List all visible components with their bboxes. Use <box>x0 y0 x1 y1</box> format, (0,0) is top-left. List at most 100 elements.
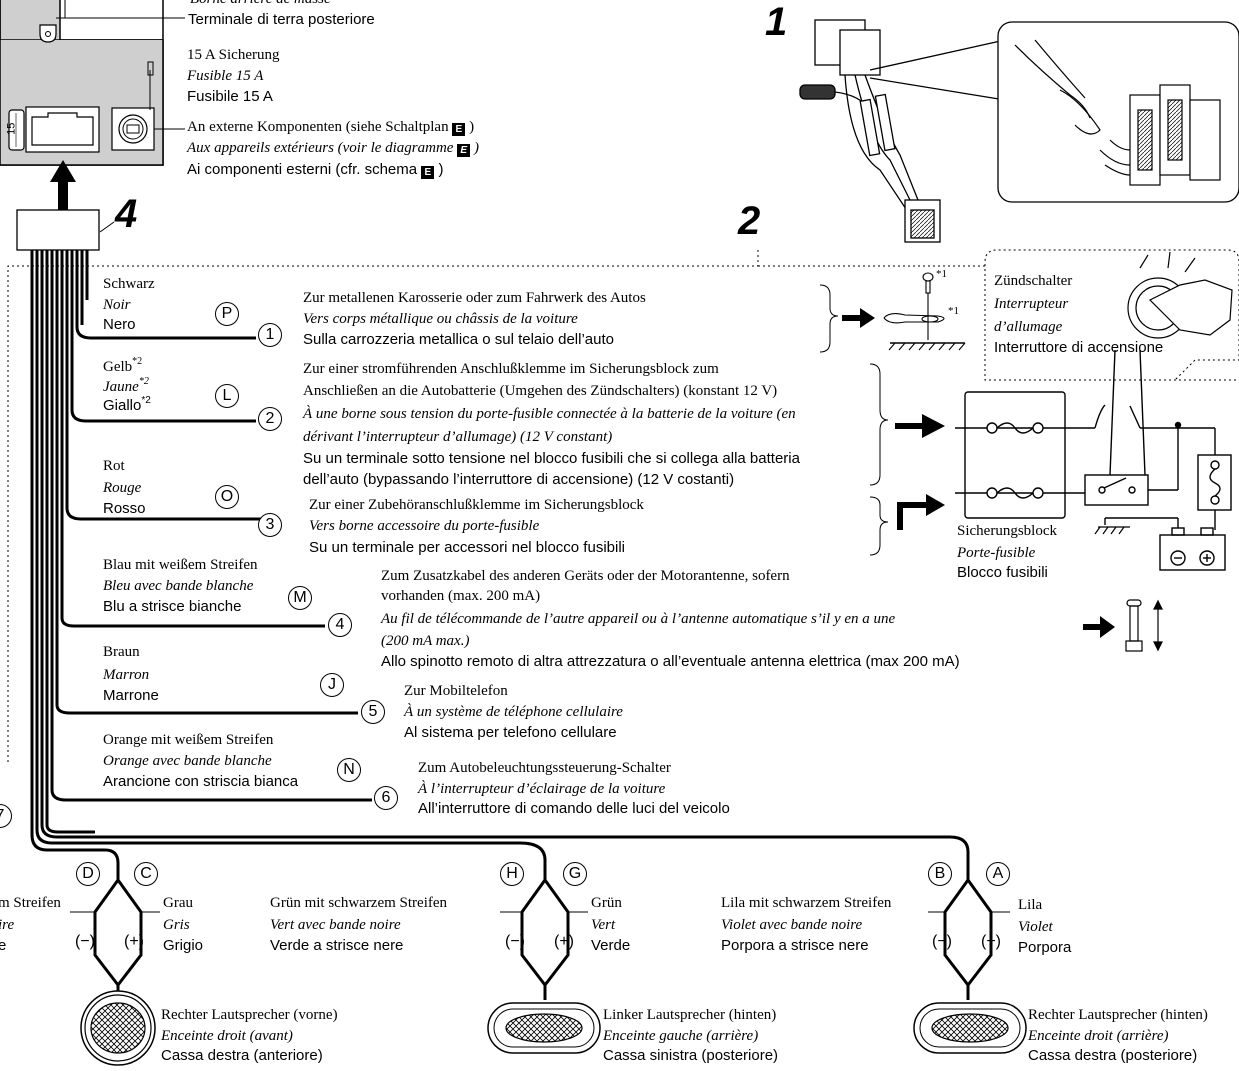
fuse-label-it: Fusibile 15 A <box>187 88 273 105</box>
speaker-1-name-it: Cassa destra (anteriore) <box>161 1047 323 1064</box>
wire-6-color-it: Arancione con striscia bianca <box>103 773 299 790</box>
wire-6-dest-fr: À l’interrupteur d’éclairage de la voitu… <box>418 781 666 797</box>
speaker-1-pos-it: Grigio <box>163 937 204 954</box>
wire-4-number: 4 <box>328 613 352 637</box>
speaker-2-pos-it: Verde <box>591 937 631 954</box>
speaker-1-pos-de: Grau <box>163 895 193 911</box>
fuse-label-de: 15 A Sicherung <box>187 47 280 63</box>
wire-3-letter: O <box>215 485 239 509</box>
step-number-2: 2 <box>738 199 761 243</box>
wire-2-color-de: Gelb*2 <box>103 356 143 375</box>
speaker-3-neg-fr: Violet avec bande noire <box>721 917 863 933</box>
schema-ref-icon: E <box>452 123 466 136</box>
wire-6-color-de: Orange mit weißem Streifen <box>103 732 274 748</box>
cut-detail-box <box>997 21 1239 203</box>
wire-2-dest-fr-2: dérivant l’interrupteur d’allumage) (12 … <box>303 429 613 445</box>
speaker-3-neg-it: Porpora a strisce nere <box>721 937 869 954</box>
speaker-2-pos-letter: G <box>563 862 587 886</box>
wire-4-color-de: Blau mit weißem Streifen <box>103 557 258 573</box>
wire-5-letter: J <box>320 673 344 697</box>
speaker-2-name-fr: Enceinte gauche (arrière) <box>603 1028 759 1044</box>
chassis-ground-icon <box>1094 526 1130 535</box>
wire-1-color-fr: Noir <box>103 297 131 313</box>
wire-6-dest-it: All’interruttore di comando delle luci d… <box>418 800 730 817</box>
schema-ref-icon: E <box>457 144 471 157</box>
wire-5-dest-de: Zur Mobiltelefon <box>404 683 508 699</box>
speaker-1-name-fr: Enceinte droit (avant) <box>161 1028 293 1044</box>
speaker-1-plus: (+) <box>124 933 144 950</box>
external-label-it: Ai componenti esterni (cfr. schema E ) <box>187 161 444 179</box>
ignition-label-de: Zündschalter <box>994 273 1073 289</box>
speaker-2-name-de: Linker Lautsprecher (hinten) <box>603 1007 777 1023</box>
speaker-3-neg-letter: B <box>928 862 952 886</box>
speaker-rear-right-icon <box>913 1002 1027 1054</box>
speaker-2-neg-it: Verde a strisce nere <box>270 937 404 954</box>
speaker-1-name-de: Rechter Lautsprecher (vorne) <box>161 1007 338 1023</box>
speaker-3-plus: (+) <box>981 933 1001 950</box>
speaker-2-minus: (−) <box>505 933 525 950</box>
wire-5-color-fr: Marron <box>103 667 150 683</box>
antenna-icon <box>1125 599 1163 652</box>
speaker-3-pos-letter: A <box>986 862 1010 886</box>
external-connector-icon <box>111 107 185 151</box>
wire-1-dest-fr: Vers corps métallique ou châssis de la v… <box>303 311 578 327</box>
ground-ref-b: *1 <box>948 305 959 317</box>
ignition-key-icon <box>1127 251 1233 339</box>
speaker-1-neg-letter: D <box>76 862 100 886</box>
wire-bundle <box>30 250 970 880</box>
wire-1-letter: P <box>215 302 239 326</box>
wire-2-dest-it-2: dell’auto (bypassando l’interruttore di … <box>303 471 735 488</box>
fuse-label-fr: Fusible 15 A <box>187 68 264 84</box>
wire-6-number: 6 <box>374 786 398 810</box>
wire-3-dest-fr: Vers borne accessoire du porte-fusible <box>309 518 540 534</box>
wire-4-letter: M <box>288 586 312 610</box>
speaker-3-pos-de: Lila <box>1018 897 1043 913</box>
speaker-3-name-de: Rechter Lautsprecher (hinten) <box>1028 1007 1208 1023</box>
speaker-wiring <box>93 879 993 1000</box>
speaker-1-pos-letter: C <box>134 862 158 886</box>
wire-1-color-it: Nero <box>103 316 136 333</box>
wire-5-number: 5 <box>361 700 385 724</box>
speaker-2-plus: (+) <box>554 933 574 950</box>
fuse-block-label-de: Sicherungsblock <box>957 523 1057 539</box>
wire-5-color-it: Marrone <box>103 687 159 704</box>
speaker-2-pos-de: Grün <box>591 895 622 911</box>
wire-5-dest-it: Al sistema per telefono cellulare <box>404 724 617 741</box>
speaker-rear-left-icon <box>487 1002 601 1054</box>
wire-4-color-fr: Bleu avec bande blanche <box>103 578 254 594</box>
wire-2-letter: L <box>215 384 239 408</box>
step-number-1: 1 <box>765 0 788 44</box>
speaker-1-neg-de: m Streifen <box>0 895 61 911</box>
wire-5-dest-fr: À un système de téléphone cellulaire <box>404 704 623 720</box>
wire-2-number: 2 <box>258 407 282 431</box>
fuse-block-label-it: Blocco fusibili <box>957 564 1048 581</box>
fuse-block-circuit <box>955 349 1232 571</box>
wire-1-dest-de: Zur metallenen Karosserie oder zum Fahrw… <box>303 290 646 306</box>
speaker-1-neg-it: e <box>0 937 7 954</box>
fuse-icon <box>8 109 25 151</box>
wire-2-color-it: Giallo*2 <box>103 395 151 414</box>
fuse-leader <box>147 61 154 110</box>
speaker-3-minus: (−) <box>932 933 952 950</box>
wire-1-color-de: Schwarz <box>103 276 155 292</box>
ignition-label-it: Interruttore di accensione <box>994 339 1164 356</box>
harness-illustration <box>799 19 1006 243</box>
pointer-arrows <box>842 308 1115 638</box>
external-label-de: An externe Komponenten (siehe Schaltplan… <box>187 119 475 136</box>
ground-terminal-icon <box>39 0 185 43</box>
wire-1-dest-it: Sulla carrozzeria metallica o sul telaio… <box>303 331 614 348</box>
ground-screw-icon <box>883 272 966 351</box>
schema-ref-icon: E <box>421 166 435 179</box>
ground-ref-a: *1 <box>936 268 947 280</box>
braces <box>819 284 889 556</box>
wire-4-dest-de-1: Zum Zusatzkabel des anderen Geräts oder … <box>381 568 790 584</box>
wire-4-dest-it: Allo spinotto remoto di altra attrezzatu… <box>381 653 960 670</box>
wire-6-color-fr: Orange avec bande blanche <box>103 753 272 769</box>
speaker-3-pos-it: Porpora <box>1018 939 1072 956</box>
ignition-label-fr-2: d’allumage <box>994 319 1063 335</box>
wire-2-color-fr: Jaune*2 <box>103 376 149 395</box>
speaker-3-neg-de: Lila mit schwarzem Streifen <box>721 895 892 911</box>
wire-2-dest-it-1: Su un terminale sotto tensione nel blocc… <box>303 450 800 467</box>
wire-3-color-de: Rot <box>103 458 125 474</box>
